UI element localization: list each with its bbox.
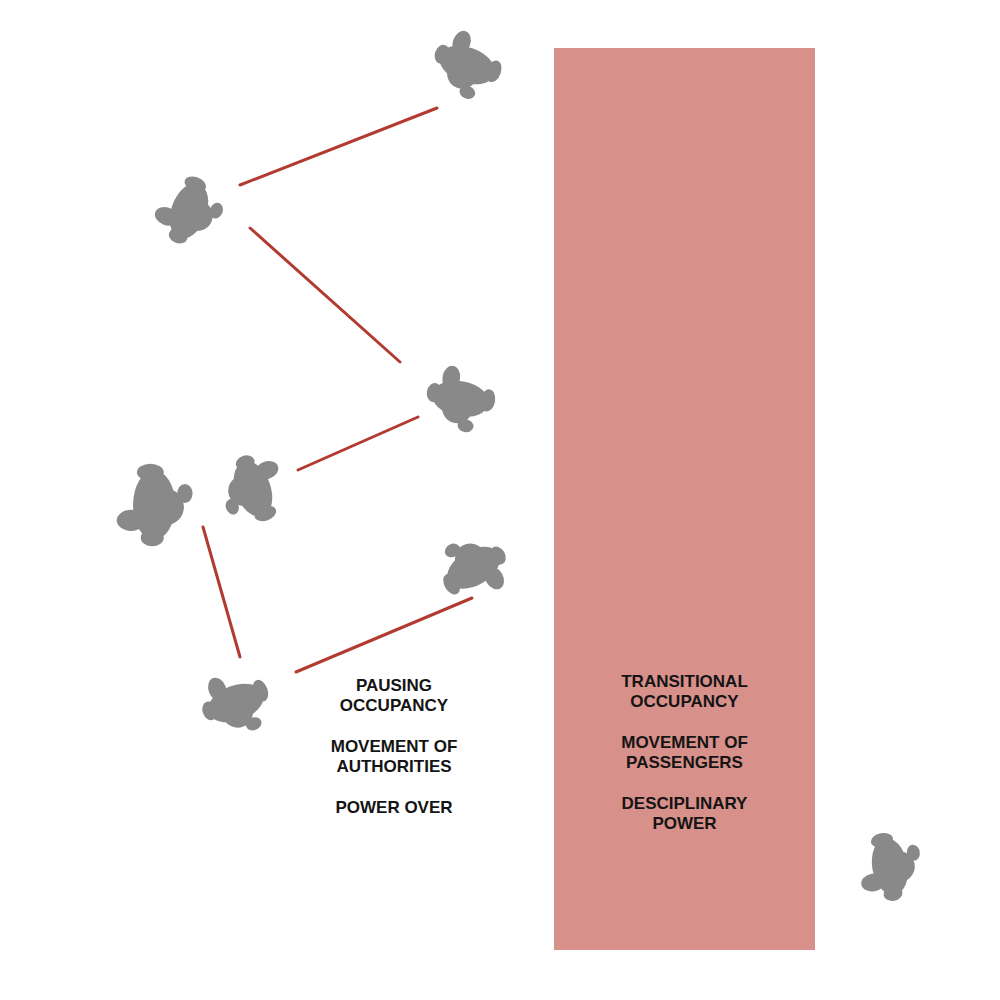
side-label: MOVEMENT OF AUTHORITIES (307, 737, 482, 777)
person-figure (148, 168, 231, 254)
side-label: PAUSING OCCUPANCY (307, 676, 482, 716)
text-group: TRANSITIONAL OCCUPANCY MOVEMENT OF PASSEN… (554, 672, 815, 855)
person-figure (193, 662, 279, 745)
passenger-band: TRANSITIONAL OCCUPANCY MOVEMENT OF PASSEN… (554, 48, 815, 950)
band-label: MOVEMENT OF PASSENGERS (597, 733, 772, 773)
connection-line (203, 527, 240, 657)
band-label: DESCIPLINARY POWER (597, 794, 772, 834)
person-figure (853, 827, 927, 906)
person-figure (211, 446, 294, 532)
person-figure (117, 464, 193, 547)
label-group: PAUSING OCCUPANCY MOVEMENT OF AUTHORITIES… (304, 676, 484, 839)
person-figure (421, 362, 500, 436)
connection-line (250, 228, 400, 362)
person-figure (424, 24, 510, 107)
side-label: POWER OVER (307, 798, 482, 818)
connection-line (240, 108, 437, 185)
connection-line (298, 417, 418, 470)
connection-line (296, 598, 472, 672)
band-label: TRANSITIONAL OCCUPANCY (597, 672, 772, 712)
person-figure (428, 523, 519, 612)
